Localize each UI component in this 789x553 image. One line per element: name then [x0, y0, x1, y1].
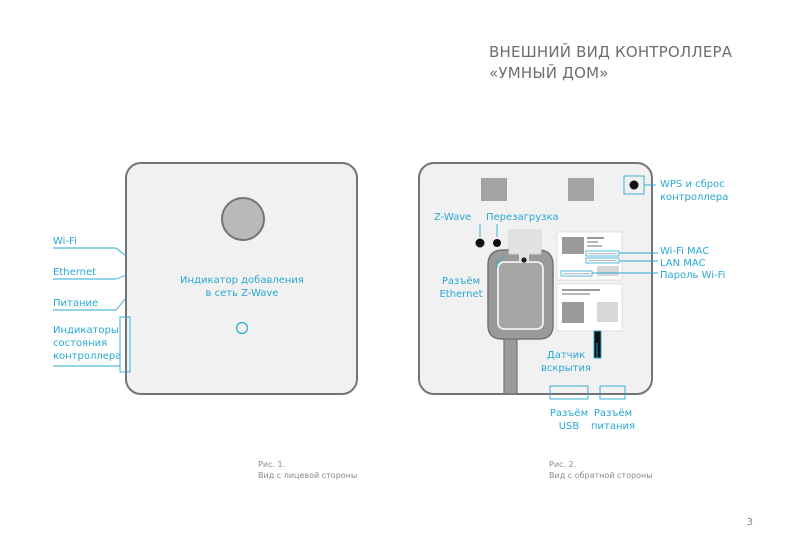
zwave-button-icon — [475, 238, 485, 248]
label-tamper-sensor-line-1: Датчик — [546, 350, 586, 361]
mount-pad-left — [481, 178, 507, 201]
label-indicators: Индикаторы состояния контроллера — [53, 324, 121, 363]
label-usb-port-line-1: Разъём — [549, 408, 589, 419]
label-usb-port: Разъём USB — [544, 407, 594, 433]
label-ethernet-port-line-2: Ethernet — [439, 289, 483, 300]
label-zwave-indicator-line-1: Индикатор добавления — [180, 275, 304, 286]
label-zwave-indicator-line-2: в сеть Z-Wave — [205, 288, 279, 299]
cable-vertical — [503, 338, 518, 395]
front-device-body — [125, 162, 358, 395]
page-title: ВНЕШНИЙ ВИД КОНТРОЛЛЕРА «УМНЫЙ ДОМ» — [489, 42, 779, 84]
label-wifi-password: Пароль Wi-Fi — [660, 270, 726, 281]
label-zwave: Z-Wave — [434, 212, 472, 223]
label-power-port-line-1: Разъём — [593, 408, 633, 419]
label-wifi: Wi-Fi — [53, 236, 77, 247]
label-indicators-line-3: контроллера — [53, 351, 122, 362]
caption-front-line-2: Вид с лицевой стороны — [258, 471, 358, 480]
caption-front: Рис. 1. Вид с лицевой стороны — [258, 459, 357, 481]
caption-front-line-1: Рис. 1. — [258, 460, 286, 469]
label-lan-mac: LAN MAC — [660, 258, 706, 269]
tamper-sensor-icon — [593, 330, 602, 359]
label-wps: WPS и сброс контроллера — [660, 178, 728, 204]
wps-button-icon — [629, 180, 639, 190]
usb-port-icon — [549, 385, 589, 400]
caption-back-line-2: Вид с обратной стороны — [549, 471, 653, 480]
caption-back: Рис. 2. Вид с обратной стороны — [549, 459, 653, 481]
label-tamper-sensor: Датчик вскрытия — [536, 349, 596, 375]
page-title-line-1: ВНЕШНИЙ ВИД КОНТРОЛЛЕРА — [489, 43, 733, 61]
label-tamper-sensor-line-2: вскрытия — [540, 363, 591, 374]
mount-pad-right — [568, 178, 594, 201]
page-title-line-2: «УМНЫЙ ДОМ» — [489, 64, 609, 82]
label-ethernet: Ethernet — [53, 267, 97, 278]
front-leader-lines — [53, 247, 131, 373]
reboot-button-icon — [493, 239, 501, 247]
label-usb-port-line-2: USB — [558, 421, 580, 432]
label-wps-line-1: WPS и сброс — [660, 179, 725, 190]
page-number: 3 — [746, 517, 753, 528]
label-ethernet-port: Разъём Ethernet — [432, 275, 490, 301]
zwave-indicator-icon — [235, 321, 249, 335]
label-reboot: Перезагрузка — [486, 212, 559, 223]
label-wifi-mac: Wi-Fi MAC — [660, 246, 710, 257]
label-indicators-line-1: Индикаторы — [53, 325, 119, 336]
label-indicators-line-2: состояния — [53, 338, 108, 349]
front-button-icon — [221, 197, 265, 241]
power-port-icon — [599, 385, 626, 400]
label-ethernet-port-line-1: Разъём — [441, 276, 481, 287]
back-device — [418, 162, 658, 400]
label-power-port-line-2: питания — [590, 421, 636, 432]
ethernet-port-icon — [508, 229, 542, 255]
label-power: Питание — [53, 298, 99, 309]
caption-back-line-1: Рис. 2. — [549, 460, 577, 469]
label-zwave-indicator: Индикатор добавления в сеть Z-Wave — [172, 274, 312, 300]
front-device — [53, 162, 358, 395]
label-power-port: Разъём питания — [590, 407, 636, 433]
label-wps-line-2: контроллера — [660, 192, 729, 203]
